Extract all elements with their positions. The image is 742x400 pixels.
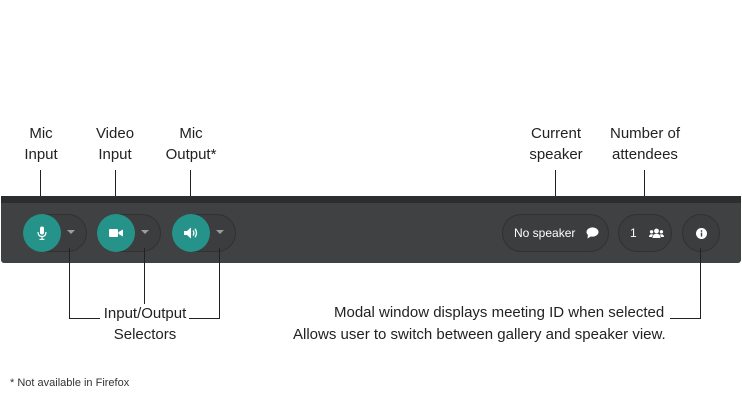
selector-line-left-vertical [69, 248, 70, 319]
label-line: Input/Output [103, 305, 187, 322]
chat-bubble-icon [586, 227, 599, 239]
label-mic-output: Mic Output* [160, 123, 222, 165]
chevron-down-icon[interactable] [141, 230, 149, 234]
label-line: Output* [165, 146, 217, 163]
attendee-count: 1 [630, 226, 637, 240]
footnote: * Not available in Firefox [10, 377, 130, 389]
toolbar-top-strip [1, 196, 741, 203]
label-line: Mic [29, 125, 53, 142]
selector-line-left-horizontal [69, 318, 100, 319]
selector-line-right-vertical [219, 248, 220, 319]
speaker-volume-icon [183, 227, 197, 239]
annotation-modal-info: Modal window displays meeting ID when se… [334, 304, 665, 321]
label-line: Input [98, 146, 132, 163]
label-line: Mic [179, 125, 203, 142]
users-icon [648, 228, 664, 238]
selector-line-middle-vertical [144, 248, 145, 304]
mic-output-control [172, 214, 236, 252]
meeting-toolbar: No speaker 1 [1, 196, 741, 263]
pointer-line-mic-input [40, 170, 41, 215]
chevron-down-icon[interactable] [216, 230, 224, 234]
pointer-line-video-input [115, 170, 116, 215]
mic-input-control [23, 214, 87, 252]
info-line-vertical [700, 248, 701, 319]
mic-output-button[interactable] [172, 214, 210, 252]
speaker-text: No speaker [514, 226, 576, 240]
label-selectors: Input/Output Selectors [96, 303, 194, 345]
mic-input-button[interactable] [23, 214, 61, 252]
label-line: Video [95, 125, 135, 142]
label-line: attendees [612, 146, 678, 163]
selector-line-right-horizontal [189, 318, 220, 319]
annotation-view-switch: Allows user to switch between gallery an… [293, 326, 666, 343]
label-video-input: Video Input [85, 123, 145, 165]
pointer-line-current-speaker [555, 170, 556, 215]
label-current-speaker: Current speaker [518, 123, 594, 165]
attendees-button[interactable]: 1 [618, 214, 672, 252]
info-line-horizontal [670, 318, 701, 319]
label-line: Current [530, 125, 582, 142]
chevron-down-icon[interactable] [67, 230, 75, 234]
video-input-control [97, 214, 161, 252]
label-line: Selectors [113, 326, 177, 343]
label-attendees: Number of attendees [600, 123, 690, 165]
video-camera-icon [109, 229, 123, 237]
video-input-button[interactable] [97, 214, 135, 252]
current-speaker-button[interactable]: No speaker [502, 214, 609, 252]
label-mic-input: Mic Input [16, 123, 66, 165]
pointer-line-attendees [644, 170, 645, 215]
label-line: speaker [529, 146, 583, 163]
pointer-line-mic-output [190, 170, 191, 215]
meeting-info-button[interactable] [682, 214, 720, 252]
label-line: Input [24, 146, 58, 163]
info-icon [695, 227, 707, 239]
microphone-icon [37, 226, 47, 240]
label-line: Number of [609, 125, 681, 142]
